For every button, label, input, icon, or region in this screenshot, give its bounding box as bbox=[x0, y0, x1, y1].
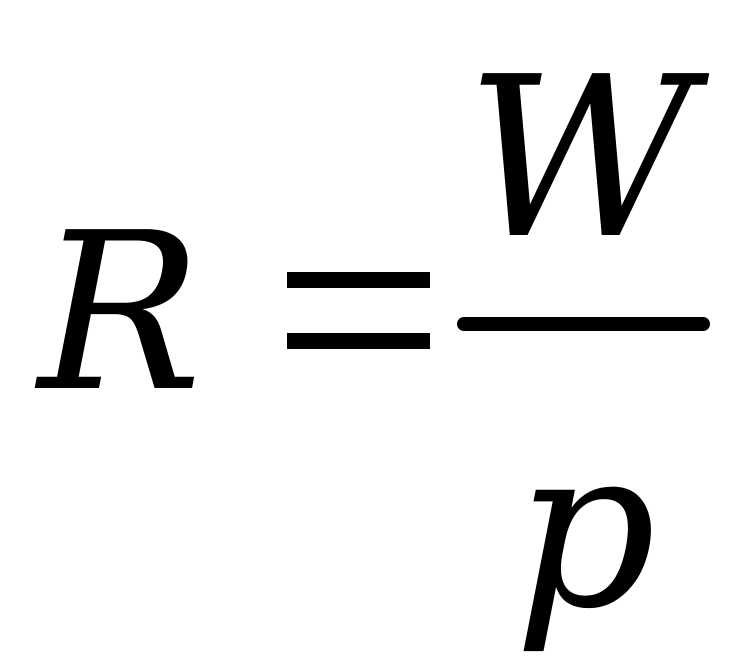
fraction-denominator: p bbox=[514, 400, 657, 658]
fraction-bar bbox=[457, 317, 710, 331]
fraction-numerator: W bbox=[466, 30, 695, 288]
equals-bar-top bbox=[287, 272, 430, 288]
lhs-variable: R bbox=[38, 187, 203, 440]
equals-bar-bottom bbox=[287, 333, 430, 349]
